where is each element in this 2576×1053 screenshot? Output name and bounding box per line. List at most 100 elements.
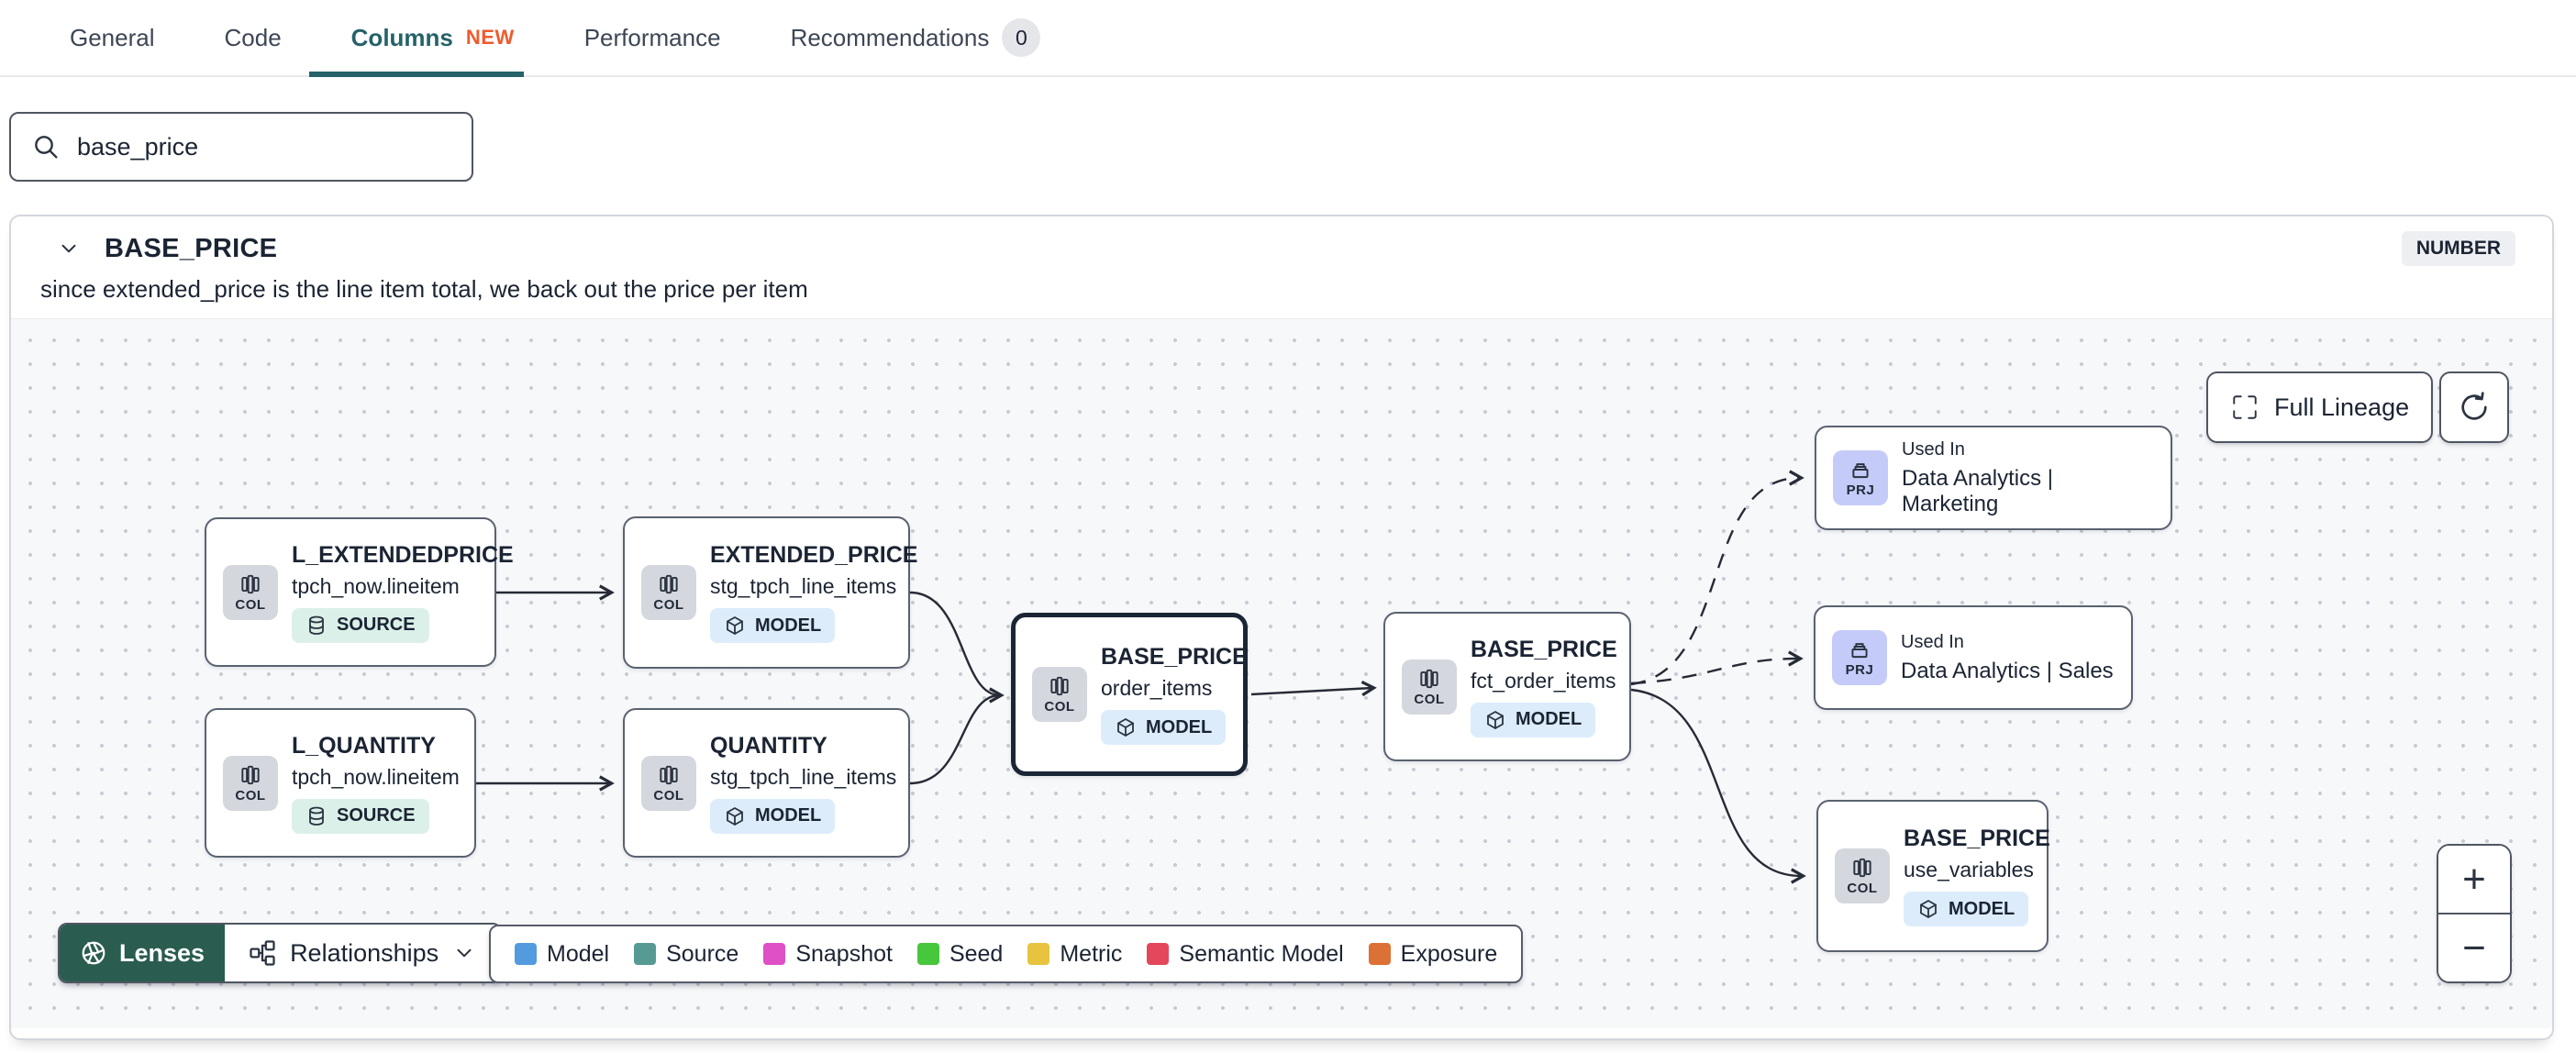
- column-chip: COL: [1835, 848, 1890, 903]
- resource-type-badge: MODEL: [1101, 710, 1227, 745]
- zoom-out-button[interactable]: −: [2438, 913, 2510, 981]
- project-stack-icon: [1851, 643, 1868, 659]
- column-name: BASE_PRICE: [105, 233, 278, 263]
- node-title: BASE_PRICE: [1904, 826, 2050, 851]
- columns-icon: [241, 574, 260, 593]
- lineage-node-l-extendedprice[interactable]: COL L_EXTENDEDPRICE tpch_now.lineitem SO…: [205, 517, 514, 667]
- node-body: QUANTITY stg_tpch_line_items MODEL: [710, 733, 896, 834]
- edge-base-price-to-fct-order-items: [1250, 688, 1372, 694]
- tab-label: Recommendations: [790, 23, 990, 51]
- tab-columns[interactable]: Columns NEW: [308, 0, 524, 77]
- cube-icon: [1117, 718, 1134, 737]
- badge-label: MODEL: [755, 805, 822, 826]
- badge-label: MODEL: [755, 615, 822, 636]
- search-input[interactable]: [77, 132, 451, 161]
- legend-item-exposure: Exposure: [1368, 941, 1497, 968]
- node-body: Used In Data Analytics | Sales: [1901, 632, 2114, 684]
- collapse-chevron-icon[interactable]: [57, 237, 81, 260]
- search-box[interactable]: [9, 112, 473, 182]
- legend-item-snapshot: Snapshot: [763, 941, 893, 968]
- lineage-node-base-price-fct-order-items[interactable]: COL BASE_PRICE fct_order_items MODEL: [1383, 612, 1631, 761]
- resource-type-badge: SOURCE: [292, 607, 429, 643]
- column-chip: COL: [223, 564, 278, 620]
- expand-icon: [2233, 395, 2257, 419]
- node-title: L_EXTENDEDPRICE: [292, 541, 514, 568]
- column-type-badge: NUMBER: [2401, 231, 2515, 266]
- tab-recommendations[interactable]: Recommendations 0: [791, 0, 1041, 75]
- node-subtitle: stg_tpch_line_items: [710, 764, 897, 789]
- lineage-node-extended-price[interactable]: COL EXTENDED_PRICE stg_tpch_line_items M…: [623, 516, 917, 669]
- lineage-node-used-in-marketing[interactable]: PRJ Used In Data Analytics | Marketing: [1815, 426, 2172, 530]
- legend-swatch: [515, 943, 537, 965]
- project-stack-icon: [1852, 463, 1869, 479]
- node-title: BASE_PRICE: [1471, 636, 1617, 662]
- recommendations-count-badge: 0: [1002, 18, 1041, 57]
- legend-swatch: [1147, 943, 1170, 965]
- column-card: BASE_PRICE NUMBER since extended_price i…: [9, 215, 2554, 1040]
- edge-fct-to-sales-dashed: [1630, 659, 1799, 685]
- resource-legend: Model Source Snapshot Seed Metric Semant…: [489, 925, 1524, 983]
- relationships-label: Relationships: [290, 938, 439, 967]
- zoom-in-button[interactable]: +: [2438, 846, 2510, 913]
- badge-label: MODEL: [1516, 709, 1582, 729]
- node-subtitle: order_items: [1101, 676, 1213, 700]
- lineage-node-base-price-use-variables[interactable]: COL BASE_PRICE use_variables MODEL: [1816, 800, 2050, 952]
- cube-icon: [727, 806, 743, 826]
- project-title: Data Analytics | Sales: [1901, 658, 2114, 683]
- tab-label: Columns: [350, 23, 453, 51]
- legend-swatch: [763, 943, 786, 965]
- relationships-dropdown[interactable]: Relationships: [225, 925, 501, 981]
- lineage-node-l-quantity[interactable]: COL L_QUANTITY tpch_now.lineitem SOURCE: [205, 708, 476, 858]
- legend-item-model: Model: [515, 941, 609, 968]
- node-body: BASE_PRICE use_variables MODEL: [1904, 826, 2050, 926]
- refresh-button[interactable]: [2439, 371, 2509, 443]
- project-title: Data Analytics | Marketing: [1902, 465, 2053, 516]
- edge-fct-to-use-variables: [1630, 688, 1802, 876]
- refresh-icon: [2461, 392, 2487, 420]
- tab-label: General: [70, 23, 155, 51]
- node-body: L_EXTENDEDPRICE tpch_now.lineitem SOURCE: [292, 542, 514, 643]
- tab-code[interactable]: Code: [225, 0, 282, 75]
- lineage-node-quantity[interactable]: COL QUANTITY stg_tpch_line_items MODEL: [623, 708, 910, 858]
- node-title: EXTENDED_PRICE: [710, 542, 918, 568]
- node-subtitle: fct_order_items: [1471, 668, 1616, 693]
- badge-label: SOURCE: [337, 805, 416, 826]
- legend-label: Metric: [1060, 940, 1123, 967]
- column-card-header: BASE_PRICE NUMBER since extended_price i…: [11, 216, 2552, 304]
- chip-label: COL: [1847, 881, 1878, 896]
- legend-label: Semantic Model: [1179, 940, 1344, 967]
- zoom-control: + −: [2437, 844, 2512, 983]
- resource-type-badge: MODEL: [1471, 702, 1596, 737]
- lineage-canvas[interactable]: COL L_EXTENDEDPRICE tpch_now.lineitem SO…: [11, 318, 2552, 1028]
- used-in-label: Used In: [1901, 631, 1964, 652]
- legend-label: Source: [666, 940, 739, 967]
- legend-label: Seed: [949, 940, 1004, 967]
- node-body: Used In Data Analytics | Marketing: [1902, 439, 2154, 517]
- column-description: since extended_price is the line item to…: [40, 275, 808, 303]
- chip-label: COL: [1044, 699, 1075, 715]
- legend-item-semantic-model: Semantic Model: [1147, 940, 1344, 968]
- chip-label: PRJ: [1845, 662, 1874, 678]
- node-title: BASE_PRICE: [1101, 644, 1248, 670]
- column-chip: COL: [641, 755, 696, 811]
- column-chip: COL: [1402, 659, 1457, 715]
- lineage-node-base-price-order-items[interactable]: COL BASE_PRICE order_items MODEL: [1011, 613, 1248, 776]
- search-row: [0, 77, 2576, 182]
- lineage-node-used-in-sales[interactable]: PRJ Used In Data Analytics | Sales: [1814, 605, 2133, 710]
- node-subtitle: tpch_now.lineitem: [292, 573, 460, 598]
- new-badge: NEW: [465, 26, 515, 49]
- column-chip: COL: [223, 755, 278, 811]
- legend-item-seed: Seed: [916, 940, 1004, 968]
- node-title: L_QUANTITY: [292, 732, 436, 759]
- edge-quantity-to-base-price: [909, 693, 1001, 785]
- resource-type-badge: MODEL: [710, 798, 836, 834]
- database-icon: [309, 615, 324, 635]
- node-body: BASE_PRICE fct_order_items MODEL: [1471, 637, 1617, 737]
- full-lineage-button[interactable]: Full Lineage: [2206, 371, 2434, 443]
- chevron-down-icon: [457, 948, 472, 958]
- tab-performance[interactable]: Performance: [584, 0, 721, 75]
- legend-swatch: [1027, 943, 1050, 965]
- tab-general[interactable]: General: [70, 0, 155, 75]
- lenses-button[interactable]: Lenses: [60, 925, 226, 981]
- chip-label: COL: [235, 596, 266, 613]
